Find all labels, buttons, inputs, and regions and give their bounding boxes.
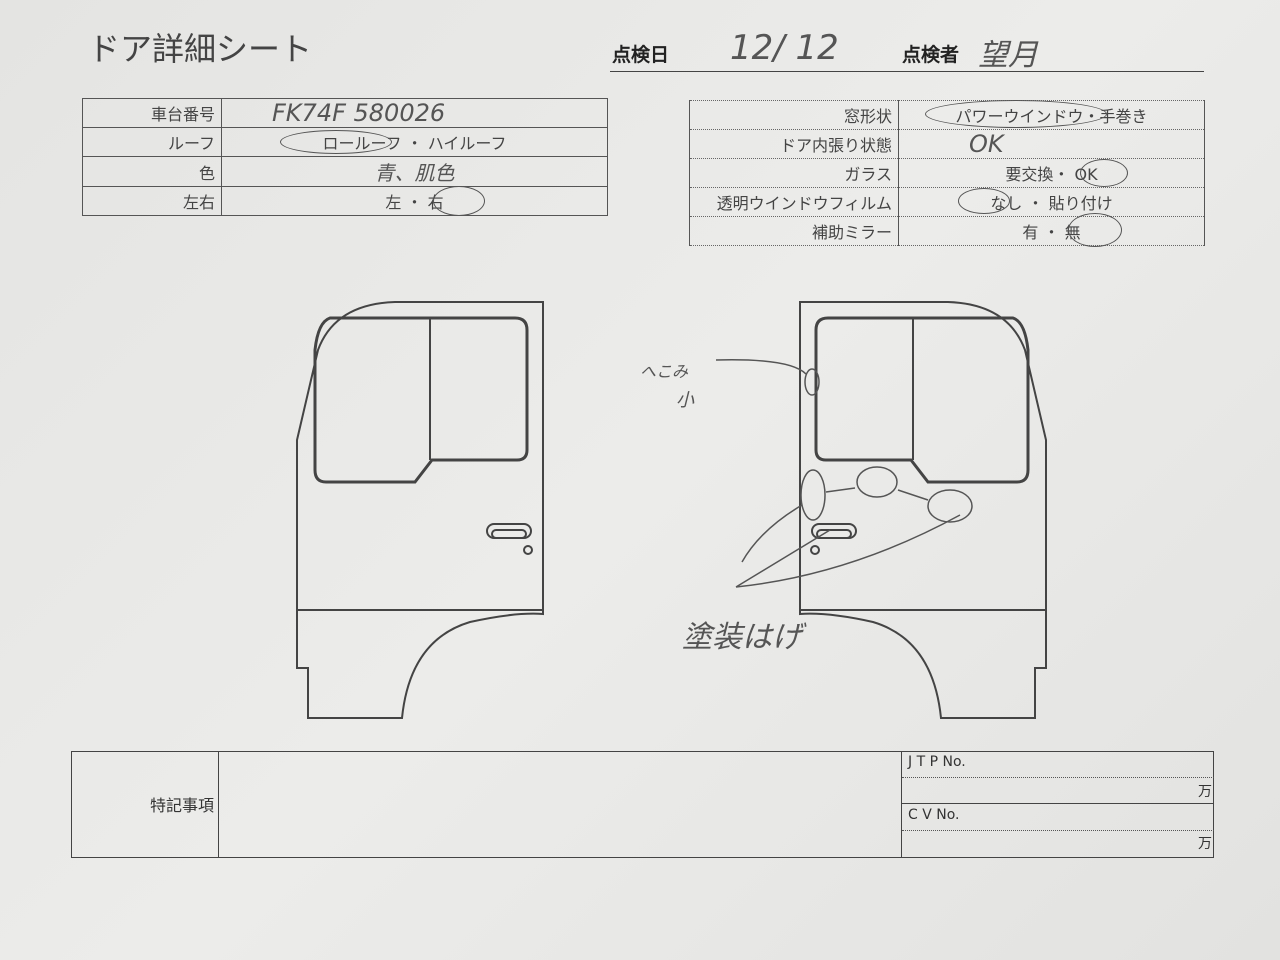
inspector-value: 望月 bbox=[978, 38, 1038, 73]
jtp-label: J T P No. bbox=[908, 754, 966, 770]
date-value: 12/ 12 bbox=[730, 28, 839, 68]
jtp-unit: 万 bbox=[1198, 784, 1212, 800]
label: 左右 bbox=[82, 186, 222, 216]
selection-circle bbox=[433, 186, 485, 216]
sheet-title: ドア詳細シート bbox=[88, 30, 313, 68]
dent-size-note: 小 bbox=[676, 390, 694, 411]
film-value: なし ・ 貼り付け bbox=[898, 187, 1205, 217]
selection-circle bbox=[280, 130, 392, 154]
remarks-field[interactable] bbox=[219, 752, 901, 857]
selection-circle bbox=[925, 100, 1107, 128]
date-label: 点検日 bbox=[612, 44, 670, 66]
side-value: 左 ・ 右 bbox=[221, 186, 608, 216]
label: 補助ミラー bbox=[689, 216, 899, 246]
cv-unit: 万 bbox=[1198, 836, 1212, 852]
label: ガラス bbox=[689, 158, 899, 188]
inspector-label: 点検者 bbox=[902, 44, 960, 66]
cv-label: C V No. bbox=[908, 807, 960, 823]
paint-note: 塗装はげ bbox=[682, 620, 802, 655]
footer-box: 特記事項 J T P No. 万 C V No. 万 bbox=[71, 751, 1214, 858]
selection-circle bbox=[1080, 159, 1128, 187]
selection-circle bbox=[1068, 213, 1122, 247]
remarks-label: 特記事項 bbox=[149, 796, 214, 815]
left-door-drawing bbox=[296, 301, 544, 719]
dent-note: へこみ bbox=[640, 362, 689, 381]
chassis-number: FK74F 580026 bbox=[221, 98, 608, 128]
header-rule bbox=[610, 71, 1204, 72]
mirror-value: 有 ・ 無 bbox=[898, 216, 1205, 246]
selection-circle bbox=[958, 188, 1010, 214]
right-door-drawing bbox=[798, 300, 1048, 720]
label: ドア内張り状態 bbox=[689, 129, 899, 159]
label: ルーフ bbox=[82, 127, 222, 157]
label: 透明ウインドウフィルム bbox=[689, 187, 899, 217]
trim-value: OK bbox=[898, 129, 1205, 159]
damage-marks bbox=[715, 359, 973, 588]
